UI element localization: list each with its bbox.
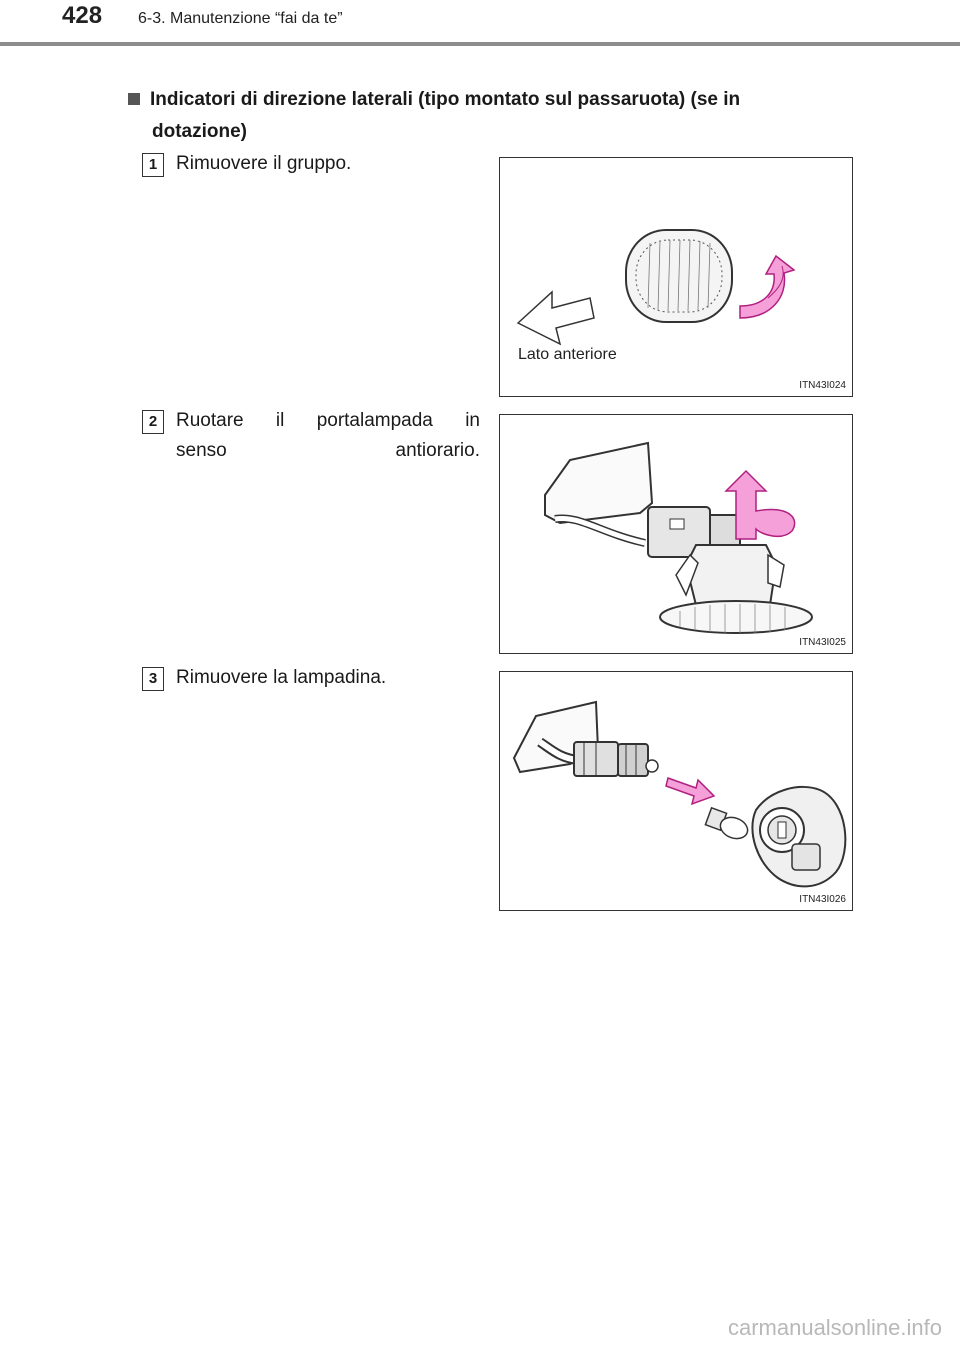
figure-3-caption: ITN43I026: [799, 894, 846, 905]
step-badge-1: 1: [142, 153, 164, 177]
square-bullet-icon: [128, 93, 140, 105]
figure-1: Lato anteriore ITN43I024: [499, 157, 853, 397]
rotate-arrow-icon: [739, 254, 796, 319]
step-badge-2: 2: [142, 410, 164, 434]
page-number: 428: [62, 2, 103, 29]
figure-2: ITN43I025: [499, 414, 853, 654]
figure-1-caption: ITN43I024: [799, 380, 846, 391]
header-rule: [0, 42, 960, 46]
heading-line1: Indicatori di direzione laterali (tipo m…: [150, 89, 741, 110]
figure-2-caption: ITN43I025: [799, 637, 846, 648]
figure-3-illustration: [512, 700, 847, 888]
bulb-socket: [684, 544, 778, 606]
front-direction-arrow-icon: [516, 290, 595, 346]
rotate-counterclockwise-arrow-icon: [724, 469, 796, 540]
step-text-2-line2: senso antiorario.: [176, 440, 480, 461]
bulb-glass: [719, 816, 749, 840]
step-text-3: Rimuovere la lampadina.: [176, 667, 387, 688]
figure-1-illustration: [516, 229, 796, 346]
step-text-1: Rimuovere il gruppo.: [176, 153, 352, 174]
figure-2-illustration: [544, 441, 813, 634]
step-text-2: Ruotare il portalampada in senso antiora…: [176, 406, 480, 466]
turn-signal-lens: [659, 600, 813, 634]
footer-watermark: carmanualsonline.info: [727, 1315, 942, 1340]
figure-3: ITN43I026: [499, 671, 853, 911]
remove-bulb-arrow-icon: [665, 777, 716, 806]
heading: Indicatori di direzione laterali (tipo m…: [128, 84, 848, 148]
step-text-2-line1: Ruotare il portalampada in: [176, 410, 480, 431]
figure-1-label: Lato anteriore: [518, 346, 617, 363]
heading-line2: dotazione): [152, 121, 247, 142]
step-badge-3: 3: [142, 667, 164, 691]
section-title: 6-3. Manutenzione “fai da te”: [138, 10, 343, 27]
lamp-housing: [544, 441, 654, 525]
